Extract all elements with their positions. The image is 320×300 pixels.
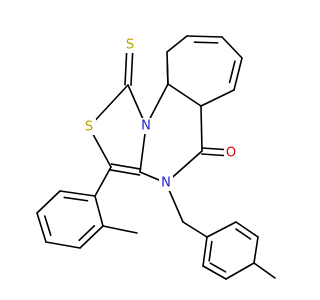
bond-A4-A5 — [225, 262, 255, 280]
bond-A2-A3 — [235, 221, 259, 238]
svg-text:N: N — [161, 176, 171, 191]
bond-T3-T4 — [45, 241, 81, 249]
bond-B4-B5 — [233, 57, 243, 91]
bond-B2-B3-inner — [193, 41, 219, 44]
bond-A1-A6-inner — [208, 240, 213, 262]
molecule-structure: S S N N O — [36, 35, 276, 280]
bond-T2-T3 — [79, 225, 104, 249]
bond-T5-T6 — [36, 190, 61, 214]
bond-T6-T1-inner — [63, 196, 89, 202]
atom-thione-sulfur: S — [123, 37, 137, 53]
bond-A1-A2 — [206, 221, 237, 238]
bond-T2-T2m — [102, 225, 138, 234]
svg-text:S: S — [126, 38, 134, 53]
svg-text:S: S — [85, 120, 93, 135]
bond-C3-C3a-b — [110, 163, 142, 170]
bond-B1-B2 — [166, 35, 188, 53]
bond-C5-C5a — [200, 105, 203, 152]
bond-A5-A6 — [202, 265, 227, 280]
bond-B3-B4 — [221, 36, 243, 59]
svg-text:N: N — [141, 119, 151, 134]
bond-A3-A4 — [253, 236, 259, 264]
atom-ring-sulfur: S — [82, 119, 96, 135]
bond-A4-A4m — [253, 262, 276, 279]
bond-C3-T1 — [94, 166, 112, 197]
atom-carbonyl-oxygen: O — [224, 145, 238, 161]
bond-layer — [36, 35, 276, 280]
bond-CH2-A1 — [182, 221, 208, 238]
bond-C9a-B1-inner — [166, 62, 169, 86]
svg-text:O: O — [226, 146, 236, 161]
bond-A2-A3-inner — [235, 228, 252, 240]
bond-A5-A6-inner — [209, 262, 227, 273]
bond-T4-T5 — [36, 212, 47, 243]
bond-C3-C3a-a — [109, 169, 141, 176]
bond-B5-C5a — [200, 89, 235, 107]
bond-C5a-C9a — [167, 83, 202, 107]
bond-B2-B3 — [186, 35, 223, 38]
atom-label-layer: S S N N O — [82, 37, 238, 191]
bond-T4-T5-inner — [43, 215, 52, 237]
bond-B4-B5-inner — [228, 60, 236, 84]
bond-T1-T2 — [94, 195, 104, 227]
atom-nitrogen-amide: N — [159, 175, 173, 191]
atom-nitrogen-bridgehead: N — [139, 118, 153, 134]
bond-T6-T1 — [59, 190, 96, 197]
bond-A6-A1 — [202, 236, 208, 267]
bond-T2-T3-inner — [78, 224, 96, 242]
